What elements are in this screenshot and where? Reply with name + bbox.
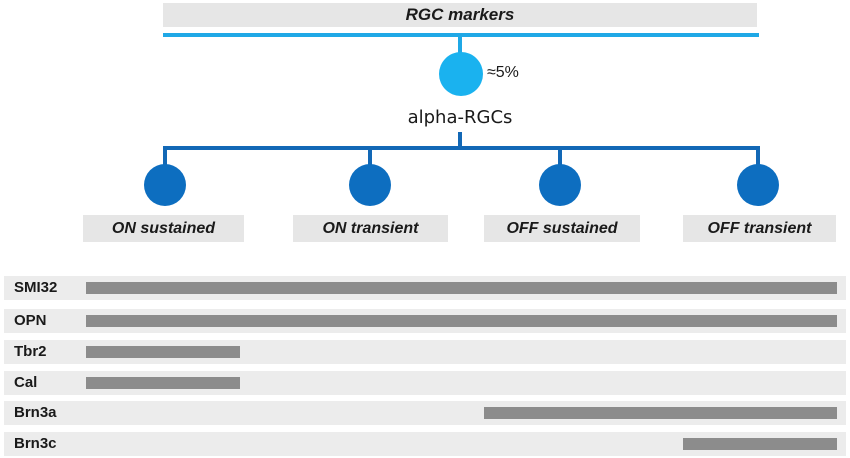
marker-expression-bar [484,407,837,419]
subtype-stem-4 [756,146,760,166]
subtype-label-off-sustained: OFF sustained [484,215,640,242]
marker-expression-bar [86,346,240,358]
subtype-node-on-sustained [144,164,186,206]
marker-name: Brn3a [14,404,57,421]
diagram-title: RGC markers [163,3,757,27]
subtype-stem-2 [368,146,372,166]
marker-name: Cal [14,374,38,391]
subtype-label-on-transient: ON transient [293,215,448,242]
alpha-down-stem [458,132,462,148]
marker-expression-bar [86,377,240,389]
subtype-branch-line [163,146,760,150]
alpha-rgc-node [439,52,483,96]
alpha-percentage: ≈5% [487,64,519,81]
marker-row-brn3c: Brn3c [4,432,846,456]
marker-row-opn: OPN [4,309,846,333]
marker-row-brn3a: Brn3a [4,401,846,425]
subtype-label-off-transient: OFF transient [683,215,836,242]
marker-name: SMI32 [14,279,58,296]
marker-row-tbr2: Tbr2 [4,340,846,364]
subtype-node-off-transient [737,164,779,206]
marker-name: Tbr2 [14,343,47,360]
top-connector-line [163,33,759,37]
alpha-rgc-label: alpha-RGCs [407,107,513,128]
marker-expression-bar [86,315,837,327]
marker-row-smi32: SMI32 [4,276,846,300]
subtype-stem-1 [163,146,167,166]
subtype-stem-3 [558,146,562,166]
marker-name: OPN [14,312,47,329]
marker-row-cal: Cal [4,371,846,395]
marker-name: Brn3c [14,435,57,452]
marker-expression-bar [86,282,837,294]
subtype-node-on-transient [349,164,391,206]
alpha-stem-line [458,36,462,54]
subtype-label-on-sustained: ON sustained [83,215,244,242]
marker-expression-bar [683,438,837,450]
subtype-node-off-sustained [539,164,581,206]
